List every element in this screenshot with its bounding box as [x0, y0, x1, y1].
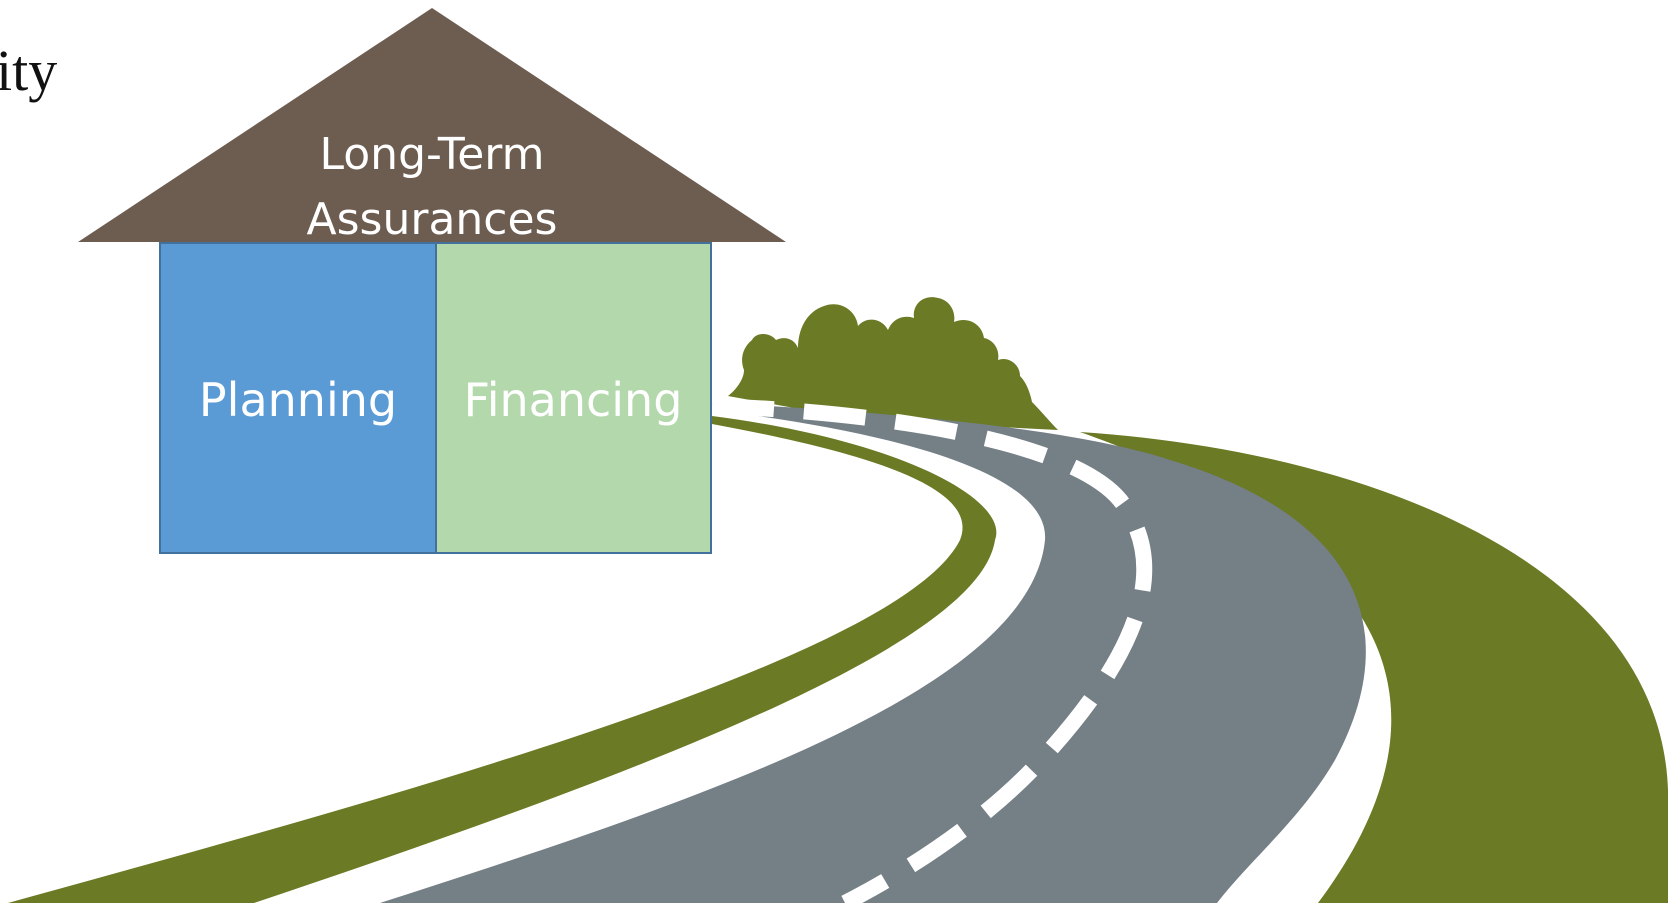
shrub-icon [728, 297, 1058, 430]
planning-block [159, 242, 437, 554]
road-surface [380, 403, 1366, 903]
house-roof [78, 8, 786, 242]
left-grass-strip [8, 416, 997, 903]
roof-label-line-2: Assurances [307, 194, 558, 245]
roof-label-line-1: Long-Term [320, 129, 545, 180]
right-grass-strip [1080, 432, 1668, 903]
partial-heading-text: ity [0, 38, 57, 103]
financing-label: Financing [464, 373, 683, 427]
planning-label: Planning [199, 373, 397, 427]
road-center-line [711, 398, 1153, 903]
financing-block [435, 242, 712, 554]
